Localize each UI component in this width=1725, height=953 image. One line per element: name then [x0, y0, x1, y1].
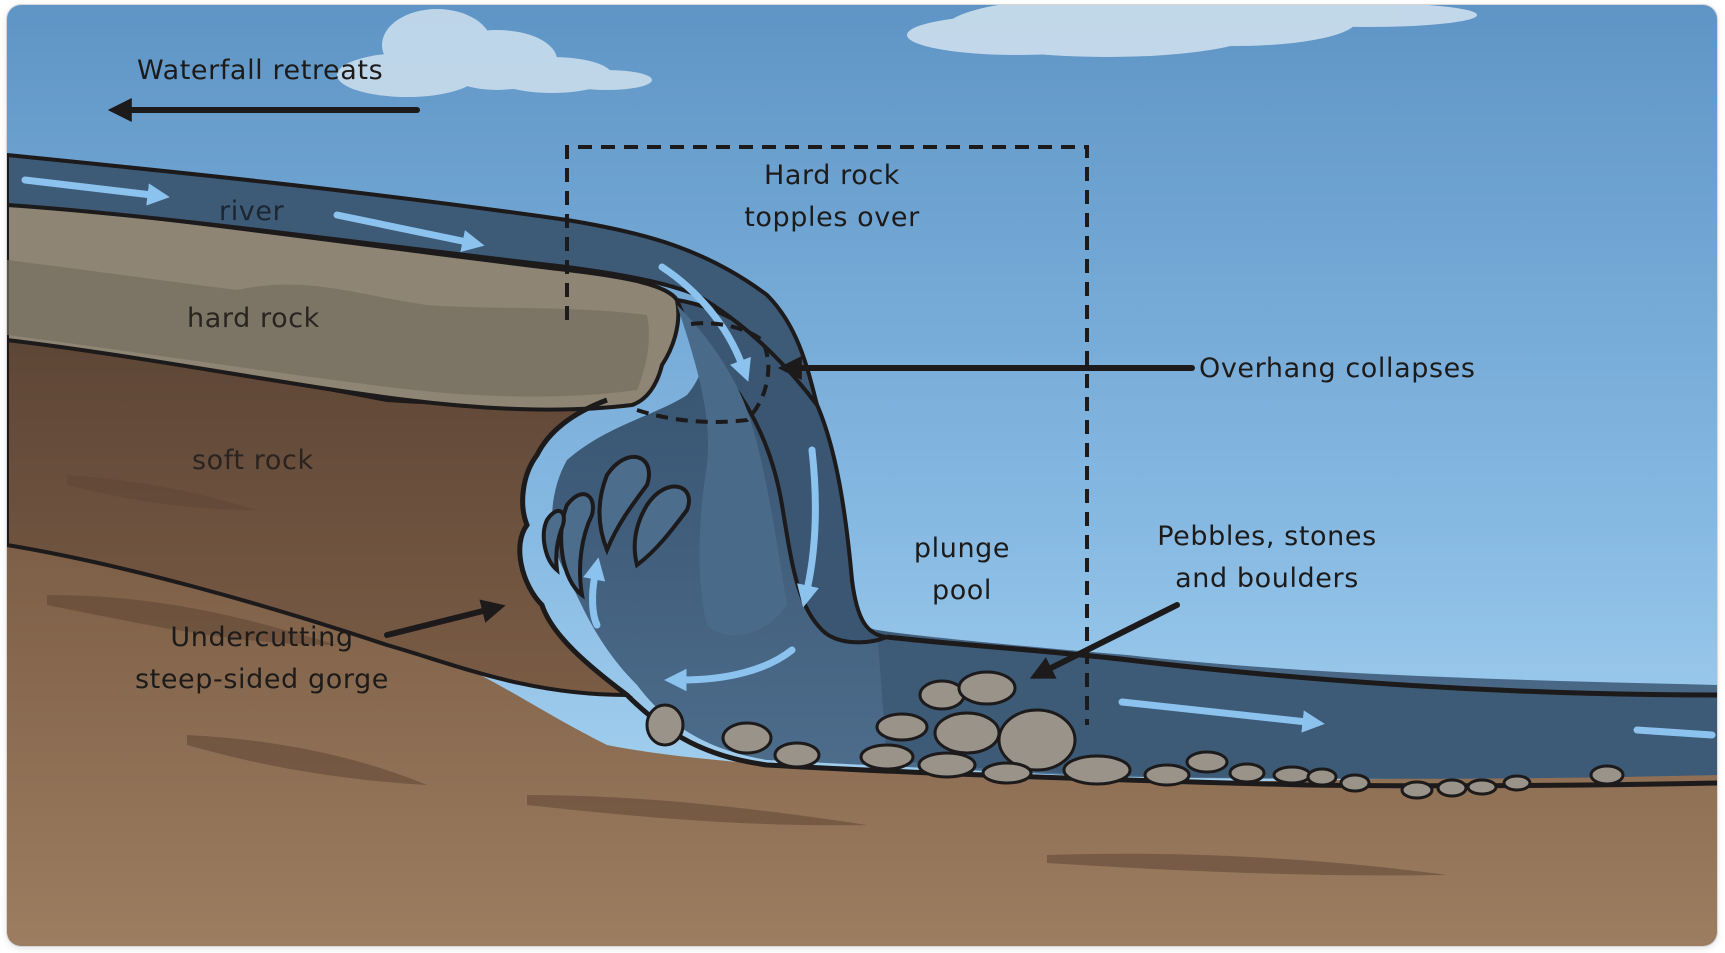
pebbles-label: Pebbles, stones and boulders	[1117, 516, 1417, 600]
boulder	[775, 743, 819, 767]
boulder	[919, 753, 975, 777]
boulder	[999, 710, 1075, 770]
boulder	[877, 714, 927, 740]
hard-rock-topples-label: Hard rock topples over	[707, 155, 957, 239]
flow-arrow	[1637, 730, 1712, 735]
boulder	[935, 713, 999, 753]
boulder	[647, 705, 683, 745]
boulder	[1468, 780, 1496, 794]
plunge-pool-line2: pool	[887, 570, 1037, 612]
hard-rock-topples-line1: Hard rock	[707, 155, 957, 197]
boulder	[1504, 776, 1530, 790]
waterfall-diagram-frame: Waterfall retreats river hard rock soft …	[7, 5, 1717, 946]
undercutting-line2: steep-sided gorge	[117, 659, 407, 701]
pebbles-line1: Pebbles, stones	[1117, 516, 1417, 558]
plunge-pool-label: plunge pool	[887, 528, 1037, 612]
boulder	[1230, 764, 1264, 782]
boulder	[1064, 756, 1130, 784]
boulder	[1308, 769, 1336, 785]
boulder	[983, 763, 1031, 783]
plunge-pool-line1: plunge	[887, 528, 1037, 570]
boulder	[723, 723, 771, 753]
boulder	[1145, 765, 1189, 785]
boulder	[1438, 780, 1466, 796]
undercutting-line1: Undercutting	[117, 617, 407, 659]
boulder	[1591, 766, 1623, 784]
boulder	[959, 672, 1015, 704]
pebbles-line2: and boulders	[1117, 558, 1417, 600]
boulder	[1187, 752, 1227, 772]
overhang-collapses-label: Overhang collapses	[1199, 348, 1476, 390]
hard-rock-label: hard rock	[187, 298, 320, 340]
boulder	[920, 681, 964, 709]
boulder	[1341, 775, 1369, 791]
waterfall-retreats-label: Waterfall retreats	[137, 50, 383, 92]
hard-rock-topples-line2: topples over	[707, 197, 957, 239]
boulder	[861, 745, 913, 769]
boulder	[1402, 782, 1432, 798]
undercutting-label: Undercutting steep-sided gorge	[117, 617, 407, 701]
boulder	[1274, 767, 1310, 783]
soft-rock-label: soft rock	[192, 440, 314, 482]
river-label: river	[219, 191, 284, 233]
